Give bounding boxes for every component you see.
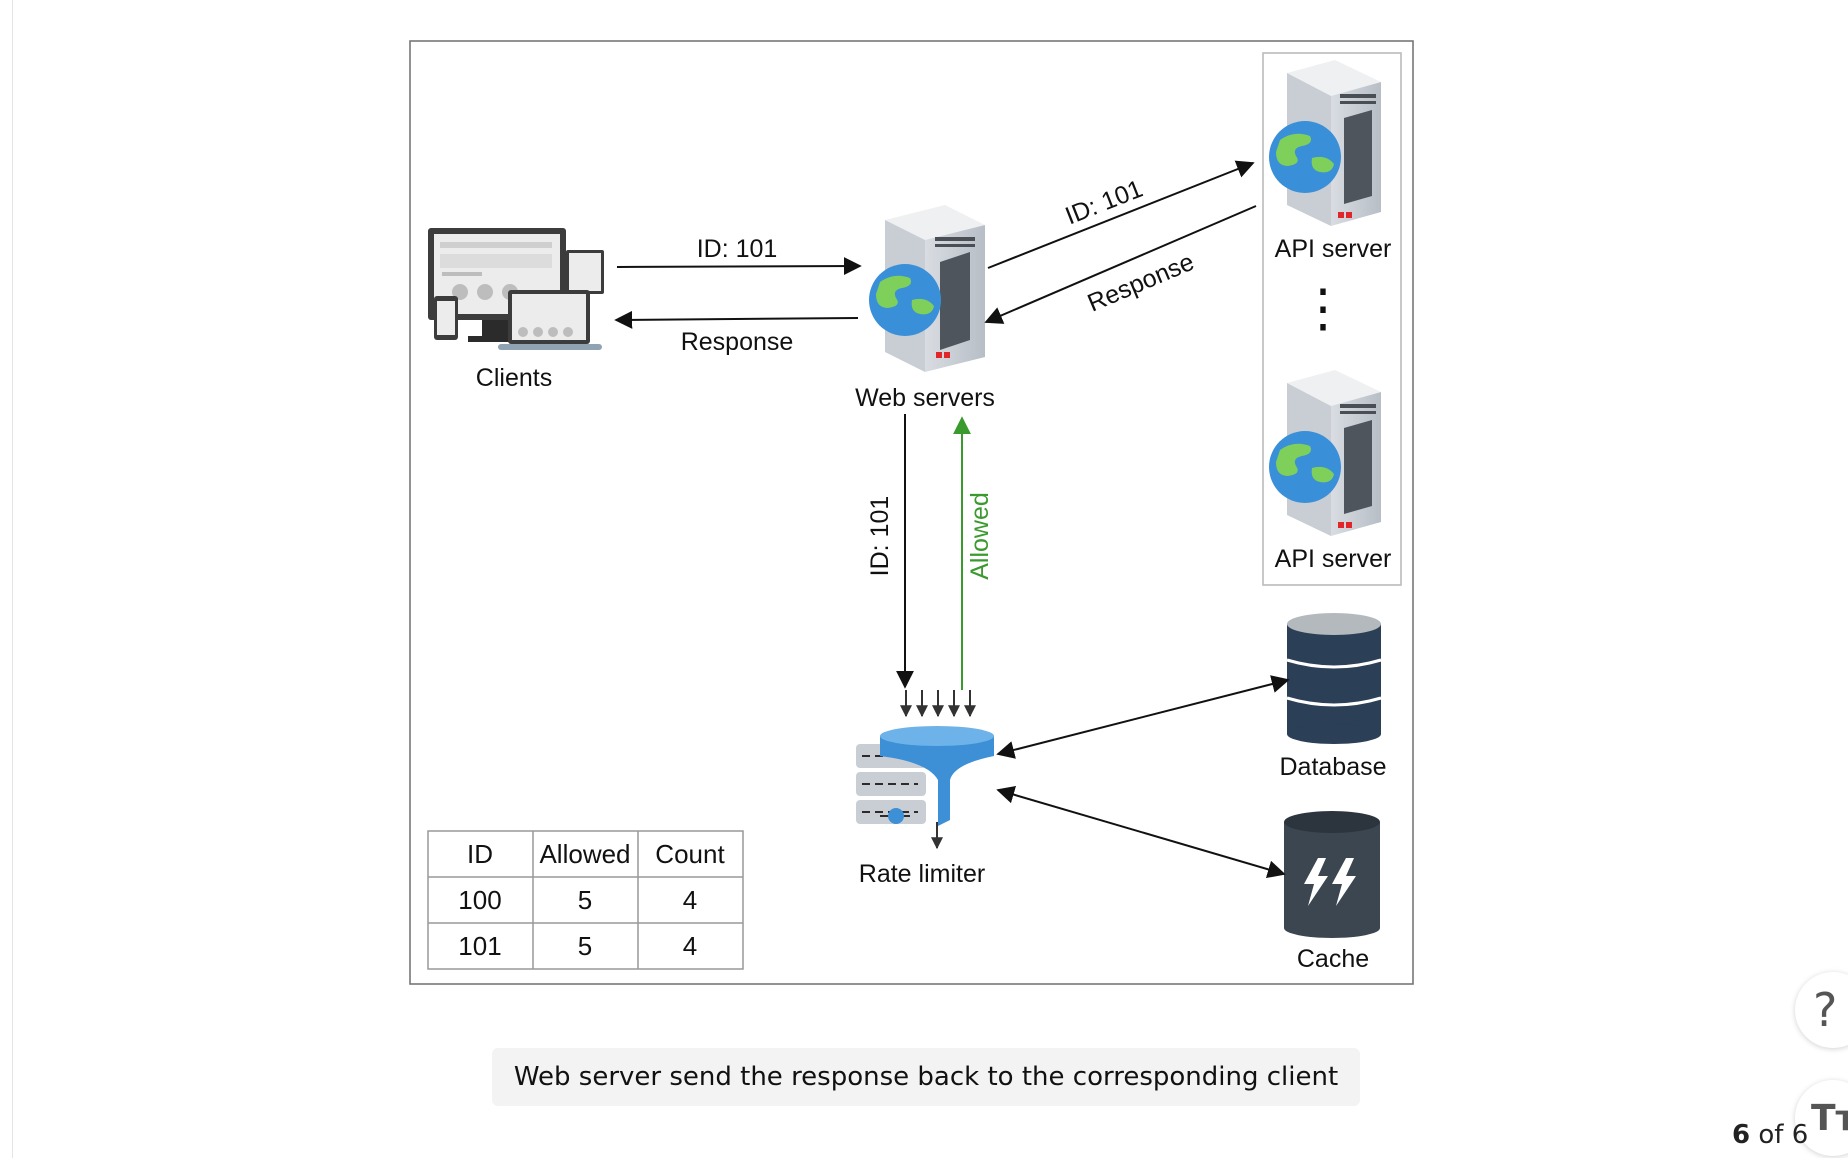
pager-current: 6 (1732, 1120, 1751, 1150)
pager-total: 6 (1791, 1120, 1809, 1150)
text-size-button[interactable]: Tт (1795, 1080, 1848, 1156)
arrow-web-to-client (614, 310, 859, 329)
table-cell: 101 (458, 931, 501, 961)
web-server-icon (869, 205, 985, 372)
table-cell: 4 (683, 931, 697, 961)
request-to-web-label: ID: 101 (697, 235, 778, 263)
api-server-ellipsis: ⋮ (1297, 280, 1349, 338)
arrow-client-to-web (616, 257, 862, 276)
clients-label: Clients (476, 364, 552, 392)
request-to-limiter-label: ID: 101 (866, 496, 894, 577)
web-servers-label: Web servers (855, 384, 995, 412)
rate-table: ID Allowed Count 100 5 4 101 5 4 (427, 830, 744, 970)
cache-label: Cache (1297, 945, 1369, 973)
slide-pager: 6 of 6 (1732, 1120, 1812, 1150)
arrow-limiter-cache (996, 785, 1286, 879)
table-header-id: ID (467, 839, 493, 869)
allowed-label: Allowed (966, 492, 994, 580)
arrow-api-to-web (984, 205, 1257, 324)
response-to-client-label: Response (681, 328, 794, 356)
rate-limiter-icon (856, 690, 994, 850)
arrow-limiter-database (996, 675, 1290, 759)
rate-limiter-label: Rate limiter (859, 860, 985, 888)
arrow-web-to-api (987, 160, 1255, 269)
table-cell: 4 (683, 885, 697, 915)
table-cell: 100 (458, 885, 501, 915)
table-header-allowed: Allowed (539, 839, 630, 869)
database-label: Database (1279, 753, 1386, 781)
api-server-top-label: API server (1275, 235, 1392, 263)
database-icon (1286, 613, 1382, 744)
api-server-bottom-icon (1269, 370, 1381, 536)
table-cell: 5 (578, 931, 592, 961)
clients-icon (428, 228, 604, 350)
left-divider (12, 0, 13, 1158)
api-server-bottom-label: API server (1275, 545, 1392, 573)
slide-caption: Web server send the response back to the… (492, 1048, 1360, 1106)
cache-icon (1284, 811, 1380, 938)
pager-separator: of (1758, 1120, 1784, 1150)
table-cell: 5 (578, 885, 592, 915)
help-button[interactable]: ? (1795, 972, 1848, 1048)
table-header-count: Count (655, 839, 725, 869)
api-server-top-icon (1269, 60, 1381, 226)
